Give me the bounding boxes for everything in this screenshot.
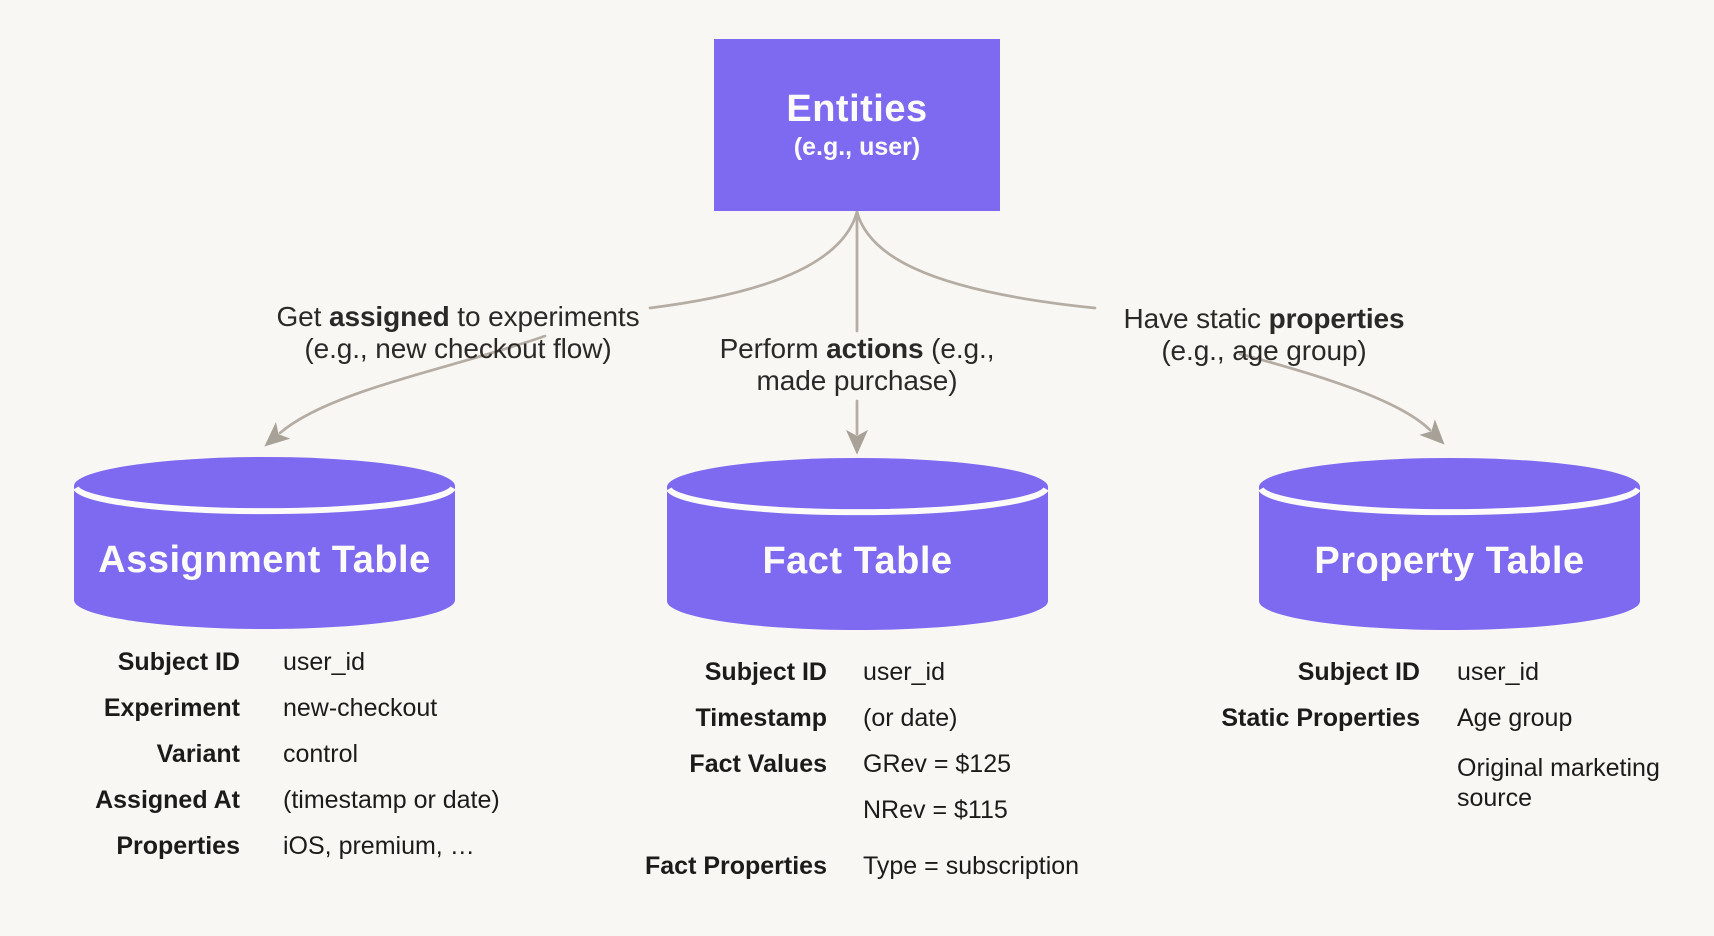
row-value: NRev = $115 (863, 796, 1008, 824)
table-row: Subject ID user_id (597, 649, 1079, 695)
entities-subtitle: (e.g., user) (793, 133, 921, 161)
table-row: NRev = $115 (597, 787, 1079, 833)
row-key: Variant (156, 739, 240, 768)
row-value: (timestamp or date) (283, 786, 500, 814)
assignment-table-title: Assignment Table (98, 539, 430, 581)
entities-title: Entities (786, 88, 928, 130)
row-value: user_id (863, 658, 945, 686)
property-table-title: Property Table (1314, 540, 1584, 582)
table-row: Timestamp (or date) (597, 695, 1079, 741)
assignment-table-details: Subject ID user_id Experiment new-checko… (55, 639, 500, 869)
table-row: Static Properties Age group (1200, 695, 1714, 741)
row-value: Original marketing source (1457, 754, 1660, 812)
row-key: Subject ID (1297, 657, 1420, 686)
row-value: GRev = $125 (863, 750, 1012, 778)
edge-properties-arrow-upper (855, 210, 1097, 310)
fact-table-cylinder: Fact Table (667, 458, 1048, 630)
table-row: Experiment new-checkout (55, 685, 500, 731)
edge-assigned-arrow-upper (648, 210, 859, 310)
row-value: Type = subscription (863, 852, 1080, 880)
row-value: (or date) (863, 704, 958, 732)
table-row: Assigned At (timestamp or date) (55, 777, 500, 823)
row-value: iOS, premium, … (283, 832, 475, 860)
row-key: Subject ID (117, 647, 240, 676)
row-value: control (283, 740, 359, 768)
property-table-cylinder: Property Table (1259, 458, 1640, 630)
row-key: Properties (116, 831, 240, 860)
row-key: Static Properties (1221, 703, 1420, 732)
edge-label-properties-line1: Have static properties (1123, 303, 1405, 334)
row-value: user_id (1457, 658, 1539, 686)
table-row: Properties iOS, premium, … (55, 823, 500, 869)
edge-label-actions: Perform actions (e.g., made purchase) (657, 333, 1057, 397)
table-row: Fact Values GRev = $125 (597, 741, 1079, 787)
edge-label-assigned-line1: Get assigned to experiments (276, 301, 640, 332)
entities-node: Entities (e.g., user) (714, 39, 1000, 211)
edge-label-assigned: Get assigned to experiments (e.g., new c… (248, 301, 668, 365)
row-key: Timestamp (695, 703, 827, 732)
edge-label-properties-line2: (e.g., age group) (1161, 335, 1367, 366)
table-row: Original marketing source (1200, 753, 1714, 813)
table-row: Subject ID user_id (1200, 649, 1714, 695)
row-key: Experiment (103, 693, 240, 722)
assignment-table-cylinder: Assignment Table (74, 457, 455, 629)
property-table-details: Subject ID user_id Static Properties Age… (1200, 649, 1714, 813)
table-row: Variant control (55, 731, 500, 777)
row-key: Assigned At (95, 785, 240, 814)
row-key: Fact Values (689, 749, 827, 778)
edge-label-properties: Have static properties (e.g., age group) (1064, 303, 1464, 367)
fact-table-details: Subject ID user_id Timestamp (or date) F… (597, 649, 1079, 889)
row-value: user_id (283, 648, 365, 676)
row-value: Age group (1457, 704, 1573, 732)
fact-table-title: Fact Table (762, 540, 952, 582)
row-value: new-checkout (283, 694, 438, 722)
table-row: Subject ID user_id (55, 639, 500, 685)
row-key: Fact Properties (644, 851, 827, 880)
edge-label-actions-line1: Perform actions (e.g., (719, 333, 995, 364)
table-row: Fact Properties Type = subscription (597, 843, 1079, 889)
edge-label-actions-line2: made purchase) (756, 365, 958, 396)
row-key: Subject ID (704, 657, 827, 686)
edge-label-assigned-line2: (e.g., new checkout flow) (304, 333, 612, 364)
